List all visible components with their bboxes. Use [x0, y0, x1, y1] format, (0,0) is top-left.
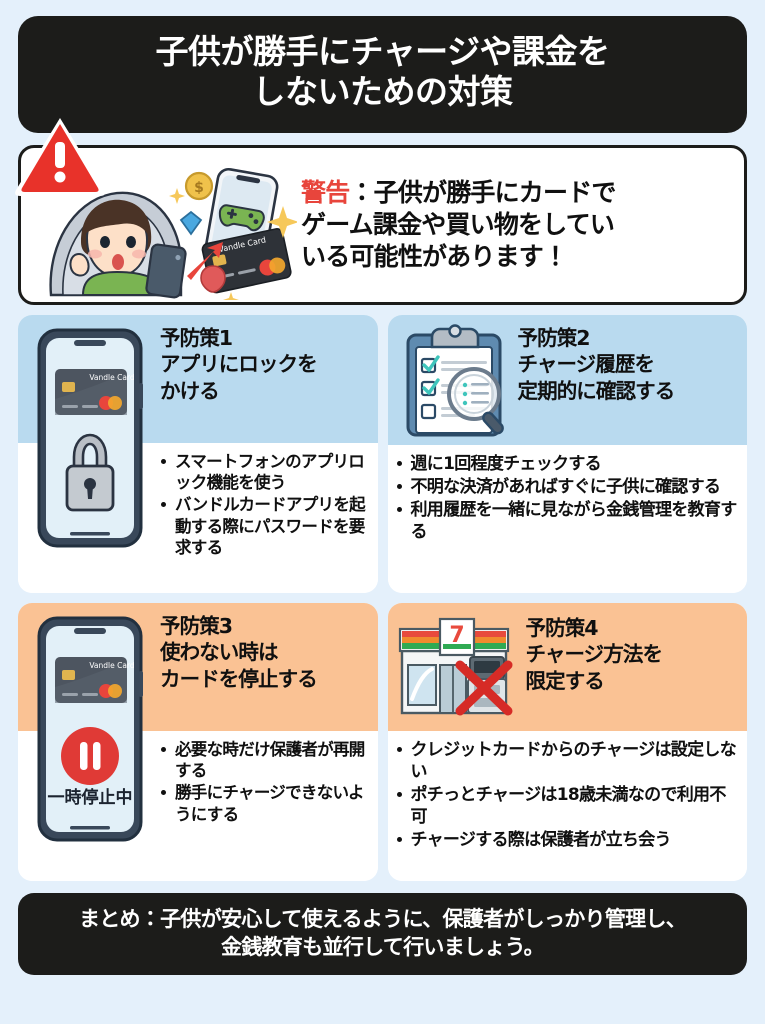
infographic-page: 子供が勝手にチャージや課金を しないための対策 [0, 16, 765, 1024]
card-3-title-line-1: 予防策3 [160, 613, 233, 638]
svg-text:7: 7 [449, 623, 464, 648]
warning-line-3: いる可能性があります！ [301, 241, 568, 271]
card-4-title: 予防策4 チャージ方法を 限定する [524, 603, 748, 701]
card-1-title: 予防策1 アプリにロックを かける [158, 315, 378, 411]
warning-line-2: ゲーム課金や買い物をしてい [301, 209, 615, 239]
card-1-title-line-3: かける [160, 378, 220, 403]
phone-with-lock-illustration: Vandle Card [36, 327, 144, 553]
card-1-title-line-2: アプリにロックを [160, 352, 318, 377]
svg-text:$: $ [194, 180, 204, 196]
card-4-title-line-1: 予防策4 [525, 615, 599, 640]
phone-paused-illustration: Vandle Card 一時停止中 [36, 615, 144, 847]
clipboard-checklist-magnifier-illustration [388, 315, 516, 445]
prevention-cards-grid: Vandle Card 予防策1 アプリにロックを かける [18, 314, 748, 881]
card-4-header: 7 [387, 602, 748, 731]
summary-line-1: まとめ：子供が安心して使えるように、保護者がしっかり管理し、 [78, 906, 687, 931]
warning-section: Vandle Card $ [15, 117, 747, 305]
card-3-title-line-2: 使わない時は [160, 640, 279, 665]
page-title-line-1: 子供が勝手にチャージや課金を [155, 32, 610, 71]
list-item: 勝手にチャージできないようにする [158, 782, 370, 825]
list-item: スマートフォンのアプリロック機能を使う [158, 451, 370, 494]
svg-text:Vandle Card: Vandle Card [89, 661, 135, 670]
prevention-card-1[interactable]: Vandle Card 予防策1 アプリにロックを かける [18, 314, 378, 593]
card-4-body: クレジットカードからのチャージは設定しない ポチっとチャージは18歳未満なので利… [387, 730, 747, 881]
prevention-card-2[interactable]: 予防策2 チャージ履歴を 定期的に確認する 週に1回程度チェックする 不明な決済… [387, 314, 748, 593]
card-2-title-line-1: 予防策2 [517, 325, 591, 350]
list-item: 不明な決済があればすぐに子供に確認する [394, 476, 740, 498]
list-item: バンドルカードアプリを起動する際にパスワードを要求する [158, 494, 370, 558]
child-under-blanket-with-phone-illustration: Vandle Card $ [29, 150, 299, 302]
card-3-header: Vandle Card 一時停止中 予防策3 使わない時は カードを停止する [18, 602, 378, 841]
list-item: クレジットカードからのチャージは設定しない [394, 739, 740, 783]
summary-footer: まとめ：子供が安心して使えるように、保護者がしっかり管理し、 金銭教育も並行して… [18, 892, 747, 976]
phone-status-label: 一時停止中 [48, 787, 133, 808]
prevention-card-4[interactable]: 7 [387, 602, 748, 881]
card-3-title: 予防策3 使わない時は カードを停止する [158, 603, 378, 699]
card-4-title-line-3: 限定する [525, 668, 605, 693]
warning-box: Vandle Card $ [18, 144, 747, 305]
prevention-card-3[interactable]: Vandle Card 一時停止中 予防策3 使わない時は カードを停止する [18, 602, 378, 881]
list-item: チャージする際は保護者が立ち会う [394, 829, 740, 851]
warning-line-1: 警告：子供が勝手にカードで [301, 177, 730, 209]
list-item: 利用履歴を一緒に見ながら金銭管理を教育する [394, 499, 740, 543]
page-title-box: 子供が勝手にチャージや課金を しないための対策 [18, 16, 747, 133]
card-2-bullet-list: 週に1回程度チェックする 不明な決済があればすぐに子供に確認する 利用履歴を一緒… [394, 453, 740, 543]
card-2-title-line-2: チャージ履歴を [517, 352, 655, 377]
card-4-bullet-list: クレジットカードからのチャージは設定しない ポチっとチャージは18歳未満なので利… [394, 739, 740, 851]
card-1-bullet-list: スマートフォンのアプリロック機能を使う バンドルカードアプリを起動する際にパスワ… [158, 451, 370, 559]
list-item: 必要な時だけ保護者が再開する [158, 739, 370, 782]
card-1-header: Vandle Card 予防策1 アプリにロックを かける [18, 314, 378, 547]
card-2-header: 予防策2 チャージ履歴を 定期的に確認する [387, 314, 748, 445]
card-3-bullet-list: 必要な時だけ保護者が再開する 勝手にチャージできないようにする [158, 739, 370, 826]
summary-line-2: 金銭教育も並行して行いましょう。 [221, 934, 545, 959]
card-3-title-line-3: カードを停止する [160, 666, 318, 691]
warning-text: 警告：子供が勝手にカードで ゲーム課金や買い物をしてい いる可能性があります！ [297, 177, 734, 273]
warning-triangle-icon [15, 117, 105, 196]
warning-keyword: 警告 [301, 177, 350, 207]
convenience-store-atm-blocked-illustration: 7 [388, 603, 524, 729]
list-item: ポチっとチャージは18歳未満なので利用不可 [394, 784, 740, 828]
warning-separator: ： [349, 177, 374, 207]
card-1-title-line-1: 予防策1 [160, 325, 233, 350]
card-4-title-line-2: チャージ方法を [525, 642, 663, 667]
card-2-body: 週に1回程度チェックする 不明な決済があればすぐに子供に確認する 利用履歴を一緒… [387, 444, 747, 593]
warning-line-1-rest: 子供が勝手にカードで [373, 177, 617, 207]
page-title-line-2: しないための対策 [252, 72, 514, 112]
card-2-title-line-3: 定期的に確認する [517, 378, 676, 403]
card-2-title: 予防策2 チャージ履歴を 定期的に確認する [516, 315, 748, 411]
list-item: 週に1回程度チェックする [394, 453, 740, 475]
svg-text:Vandle Card: Vandle Card [89, 373, 135, 382]
